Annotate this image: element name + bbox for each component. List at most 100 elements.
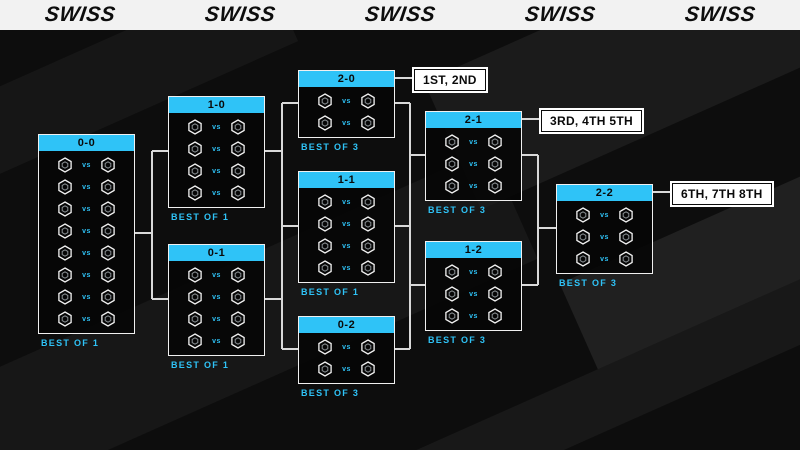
match-list: vs vs vs <box>426 128 521 200</box>
team-slot-hexagon-icon <box>445 308 459 324</box>
match-row: vs <box>39 286 134 308</box>
team-slot-hexagon-icon <box>318 238 332 254</box>
vs-label: vs <box>600 211 609 219</box>
banner-word: SWISS <box>523 3 597 26</box>
vs-label: vs <box>469 160 478 168</box>
best-of-label: BEST OF 3 <box>428 335 487 345</box>
match-row: vs <box>426 283 521 305</box>
vs-label: vs <box>82 183 91 191</box>
team-slot-hexagon-icon <box>188 333 202 349</box>
qualifier-label-3rd-4th-5th: 3RD, 4TH 5TH <box>541 110 642 132</box>
team-slot-hexagon-icon <box>231 163 245 179</box>
match-row: vs <box>426 175 521 197</box>
best-of-label: BEST OF 1 <box>171 360 230 370</box>
team-slot-hexagon-icon <box>318 115 332 131</box>
team-slot-hexagon-icon <box>231 289 245 305</box>
team-slot-hexagon-icon <box>101 201 115 217</box>
match-row: vs <box>299 257 394 279</box>
team-slot-hexagon-icon <box>445 286 459 302</box>
vs-label: vs <box>212 315 221 323</box>
team-slot-hexagon-icon <box>445 178 459 194</box>
match-row: vs <box>39 176 134 198</box>
match-row: vs <box>426 261 521 283</box>
vs-label: vs <box>469 138 478 146</box>
team-slot-hexagon-icon <box>231 311 245 327</box>
team-slot-hexagon-icon <box>318 361 332 377</box>
vs-label: vs <box>342 119 351 127</box>
best-of-label: BEST OF 1 <box>171 212 230 222</box>
team-slot-hexagon-icon <box>188 185 202 201</box>
vs-label: vs <box>82 249 91 257</box>
team-slot-hexagon-icon <box>318 194 332 210</box>
team-slot-hexagon-icon <box>488 286 502 302</box>
best-of-label: BEST OF 3 <box>428 205 487 215</box>
team-slot-hexagon-icon <box>188 267 202 283</box>
bracket-box-title: 2-2 <box>557 185 652 201</box>
match-row: vs <box>169 182 264 204</box>
team-slot-hexagon-icon <box>576 207 590 223</box>
match-row: vs <box>557 248 652 270</box>
team-slot-hexagon-icon <box>361 260 375 276</box>
match-row: vs <box>169 160 264 182</box>
team-slot-hexagon-icon <box>188 119 202 135</box>
team-slot-hexagon-icon <box>619 229 633 245</box>
team-slot-hexagon-icon <box>445 156 459 172</box>
match-row: vs <box>39 154 134 176</box>
team-slot-hexagon-icon <box>361 115 375 131</box>
vs-label: vs <box>342 198 351 206</box>
vs-label: vs <box>342 242 351 250</box>
bracket-box-title: 0-2 <box>299 317 394 333</box>
match-row: vs <box>299 213 394 235</box>
team-slot-hexagon-icon <box>361 216 375 232</box>
vs-label: vs <box>82 227 91 235</box>
best-of-label: BEST OF 3 <box>301 142 360 152</box>
bracket-box-title: 0-1 <box>169 245 264 261</box>
vs-label: vs <box>469 290 478 298</box>
best-of-label: BEST OF 1 <box>41 338 100 348</box>
vs-label: vs <box>342 220 351 228</box>
team-slot-hexagon-icon <box>101 311 115 327</box>
team-slot-hexagon-icon <box>188 141 202 157</box>
team-slot-hexagon-icon <box>58 201 72 217</box>
match-row: vs <box>299 336 394 358</box>
team-slot-hexagon-icon <box>361 361 375 377</box>
team-slot-hexagon-icon <box>231 119 245 135</box>
swiss-banner: SWISS SWISS SWISS SWISS SWISS <box>0 0 800 30</box>
team-slot-hexagon-icon <box>619 251 633 267</box>
team-slot-hexagon-icon <box>488 264 502 280</box>
team-slot-hexagon-icon <box>58 157 72 173</box>
banner-word: SWISS <box>203 3 277 26</box>
team-slot-hexagon-icon <box>101 223 115 239</box>
vs-label: vs <box>212 293 221 301</box>
team-slot-hexagon-icon <box>231 333 245 349</box>
team-slot-hexagon-icon <box>318 339 332 355</box>
team-slot-hexagon-icon <box>101 245 115 261</box>
match-row: vs <box>169 330 264 352</box>
team-slot-hexagon-icon <box>361 194 375 210</box>
qualifier-label-1st-2nd: 1ST, 2ND <box>414 69 486 91</box>
bracket-box-title: 2-0 <box>299 71 394 87</box>
team-slot-hexagon-icon <box>101 289 115 305</box>
team-slot-hexagon-icon <box>58 245 72 261</box>
vs-label: vs <box>212 167 221 175</box>
team-slot-hexagon-icon <box>488 308 502 324</box>
match-row: vs <box>39 198 134 220</box>
vs-label: vs <box>469 268 478 276</box>
match-row: vs <box>39 308 134 330</box>
best-of-label: BEST OF 3 <box>301 388 360 398</box>
banner-word: SWISS <box>683 3 757 26</box>
match-row: vs <box>39 242 134 264</box>
vs-label: vs <box>82 161 91 169</box>
